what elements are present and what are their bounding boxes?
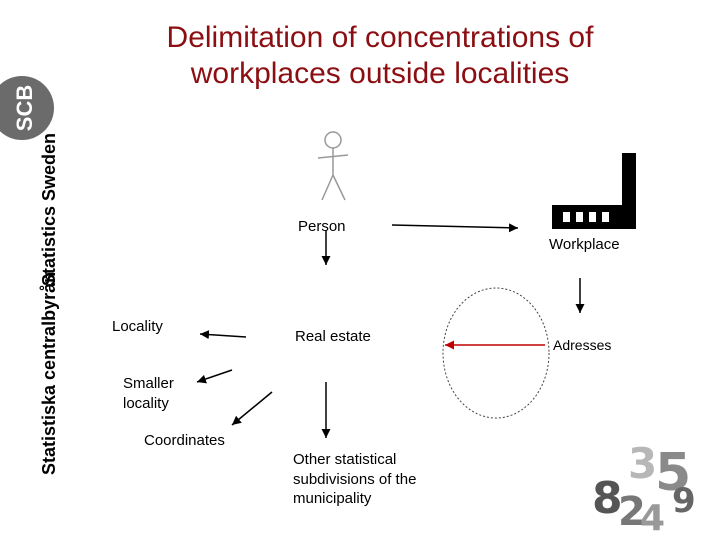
node-coordinates: Coordinates bbox=[144, 432, 225, 449]
node-person: Person bbox=[298, 218, 346, 235]
svg-text:5: 5 bbox=[655, 443, 691, 503]
scb-logo-text: SCB bbox=[12, 85, 37, 131]
arrow-realestate-to-locality bbox=[199, 330, 247, 340]
org-name-en: Statistics Sweden bbox=[39, 133, 59, 286]
svg-text:9: 9 bbox=[672, 481, 696, 521]
svg-text:3: 3 bbox=[628, 439, 657, 488]
dashed-ellipse bbox=[442, 287, 550, 419]
page-title: Delimitation of concentrations of workpl… bbox=[166, 21, 594, 90]
node-workplace: Workplace bbox=[549, 236, 620, 253]
org-name-sv: Statistiska centralbyrån bbox=[39, 272, 59, 475]
node-other-subdivisions: Other statistical subdivisions of the mu… bbox=[293, 451, 417, 507]
svg-text:4: 4 bbox=[640, 498, 665, 539]
arrow-person-to-workplace bbox=[391, 223, 519, 233]
person-icon bbox=[317, 131, 349, 201]
svg-text:2: 2 bbox=[618, 489, 646, 535]
factory-icon bbox=[552, 153, 636, 229]
decorative-numbers: 3 5 8 2 4 9 bbox=[592, 439, 696, 539]
node-smaller-locality: Smaller locality bbox=[123, 375, 174, 412]
node-adresses: Adresses bbox=[553, 337, 612, 353]
scb-logo: SCB bbox=[0, 76, 54, 140]
svg-text:8: 8 bbox=[592, 473, 623, 524]
node-real-estate: Real estate bbox=[295, 328, 371, 345]
arrow-to-smaller-locality bbox=[196, 369, 233, 384]
node-locality: Locality bbox=[112, 318, 163, 335]
arrow-to-coordinates bbox=[231, 391, 273, 426]
